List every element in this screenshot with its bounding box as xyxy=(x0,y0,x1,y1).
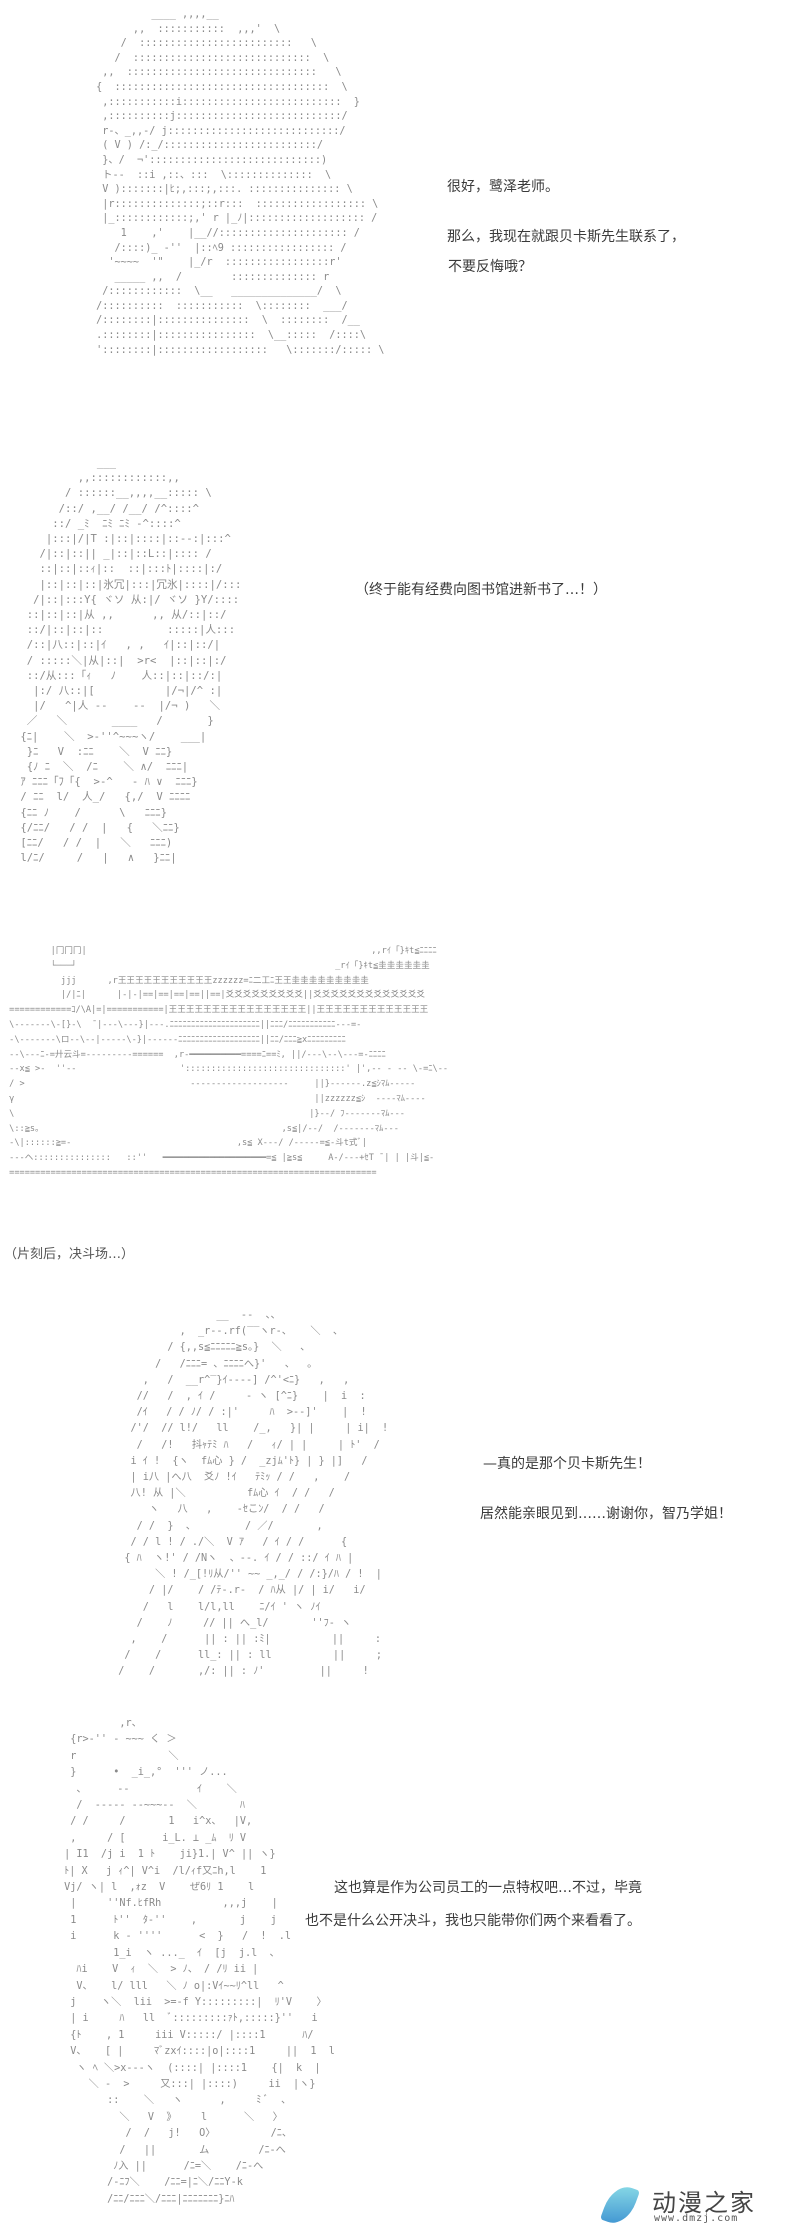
ascii-art-character: ,r、 {r>‐'' ‐ ~~~ く ＞ r ＼ } • _i_,° ''' ノ… xyxy=(64,1718,335,2205)
panel-5: ,r、 {r>‐'' ‐ ~~~ く ＞ r ＼ } • _i_,° ''' ノ… xyxy=(0,1710,800,2239)
ascii-art-character: ____ ,,,,__ ,, ::::::::::: ,,,' \ / ::::… xyxy=(96,9,385,356)
ascii-art-arena: |冂冂冂| ,,rｲ「}ｷt≦ﾆﾆﾆﾆ └───┘ _rｲ「}ｷt≦圭圭圭圭圭圭… xyxy=(9,946,449,1178)
ascii-art-character: __ ‐‐ 、、 , _r‐-.rf(‾‾ヽr‐、 ＼ 、 / {,,s≦ﾆﾆﾆ… xyxy=(118,1310,389,1678)
watermark-url: www.dmzj.com xyxy=(654,2213,739,2224)
leaf-logo-icon xyxy=(600,2181,640,2229)
scene-caption: （片刻后，决斗场…） xyxy=(4,1247,135,1262)
panel-4: __ ‐‐ 、、 , _r‐-.rf(‾‾ヽr‐、 ＼ 、 / {,,s≦ﾆﾆﾆ… xyxy=(0,1290,800,1690)
watermark-name: 动漫之家 xyxy=(652,2189,756,2217)
dialogue-line: 也不是什么公开决斗，我也只能带你们两个来看看了。 xyxy=(305,1913,641,1929)
dialogue-line: （终于能有经费向图书馆进新书了…！） xyxy=(355,582,607,598)
dialogue-line: 居然能亲眼见到……谢谢你，智乃学姐！ xyxy=(480,1506,732,1522)
panel-2: ___ ,,::::::::::::,, / ::::::__,,,,__:::… xyxy=(0,440,800,890)
dmzj-watermark: 动漫之家 www.dmzj.com xyxy=(600,2181,790,2231)
dialogue-line: —真的是那个贝卡斯先生！ xyxy=(483,1456,651,1472)
panel-3: |冂冂冂| ,,rｲ「}ｷt≦ﾆﾆﾆﾆ └───┘ _rｲ「}ｷt≦圭圭圭圭圭圭… xyxy=(0,940,800,1270)
dialogue-line: 这也算是作为公司员工的一点特权吧…不过，毕竟 xyxy=(334,1880,642,1896)
ascii-art-character: ___ ,,::::::::::::,, / ::::::__,,,,__:::… xyxy=(20,457,242,865)
dialogue-line: 很好，鹭泽老师。 xyxy=(447,179,559,195)
panel-1: ____ ,,,,__ ,, ::::::::::: ,,,' \ / ::::… xyxy=(0,0,800,390)
dialogue-line: 那么，我现在就跟贝卡斯先生联系了， xyxy=(447,229,685,245)
dialogue-line: 不要反悔哦？ xyxy=(448,259,532,275)
